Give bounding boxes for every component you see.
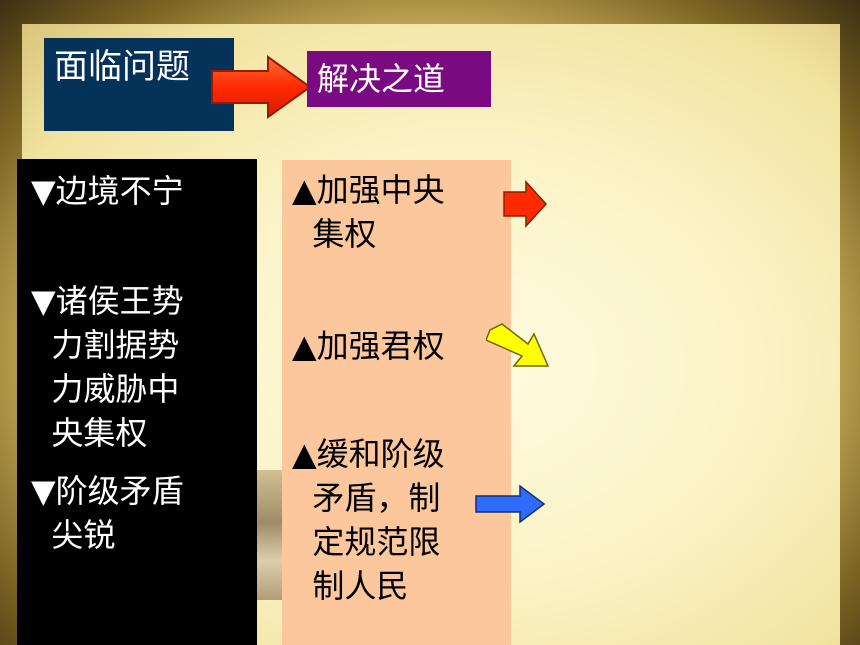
yellow-right-arrow-icon	[486, 323, 550, 367]
solution-item-imperial-power: ▲加强君权	[292, 327, 445, 365]
problem-header: 面临问题	[44, 38, 234, 131]
background-ruins-image	[257, 470, 282, 600]
problems-panel: ▼边境不宁 ▼诸侯王势 力割据势 力威胁中 央集权 ▼阶级矛盾 尖锐	[17, 159, 257, 645]
problem-item-vassals: ▼诸侯王势 力割据势 力威胁中 央集权	[31, 282, 184, 452]
header-right-arrow-icon	[211, 55, 312, 119]
problem-item-class-conflict: ▼阶级矛盾 尖锐	[31, 472, 184, 554]
red-right-arrow-icon	[503, 180, 548, 228]
problem-header-label: 面临问题	[54, 47, 190, 87]
solution-item-centralization: ▲加强中央 集权	[292, 171, 445, 253]
solutions-panel: ▲加强中央 集权 ▲加强君权 ▲缓和阶级 矛盾，制 定规范限 制人民	[282, 160, 511, 645]
blue-right-arrow-icon	[475, 484, 546, 524]
solution-header: 解决之道	[307, 51, 491, 107]
solution-header-label: 解决之道	[317, 60, 446, 98]
solution-item-ease-conflict: ▲缓和阶级 矛盾，制 定规范限 制人民	[292, 435, 445, 605]
problem-item-border: ▼边境不宁	[31, 172, 184, 210]
